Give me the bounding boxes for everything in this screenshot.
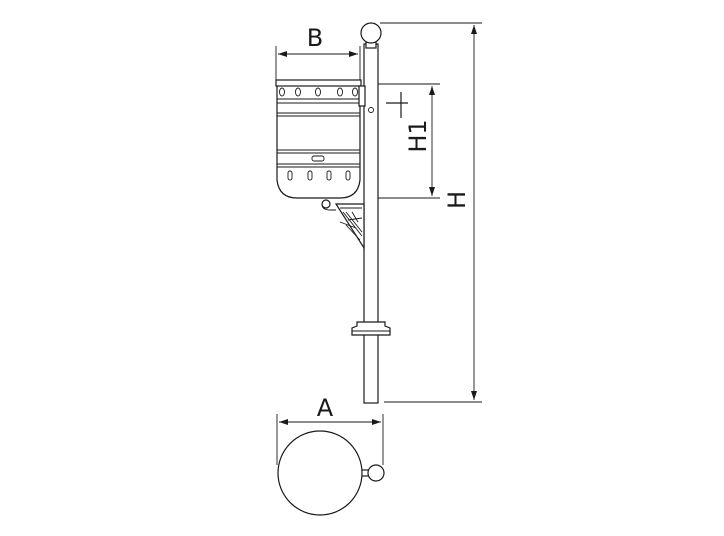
- upper-perforations: [279, 87, 358, 97]
- dimension-h1: H1: [378, 83, 440, 199]
- dimension-b-label: B: [307, 24, 323, 52]
- pole-plan-circle: [367, 464, 385, 482]
- bin-plan-circle: [277, 430, 363, 516]
- dimension-a: A: [276, 394, 384, 465]
- dimension-h: H: [380, 22, 482, 403]
- support-bracket: [334, 203, 365, 251]
- plan-view: [277, 430, 385, 516]
- dimension-h-label: H: [443, 191, 471, 209]
- lock-lever: [386, 92, 408, 118]
- lower-perforations: [287, 170, 351, 181]
- dimension-a-label: A: [317, 394, 334, 422]
- waste-bin: [275, 79, 366, 211]
- dimension-b: B: [275, 24, 361, 80]
- pole: [351, 22, 391, 404]
- dimension-h1-label: H1: [404, 119, 432, 152]
- side-elevation: [275, 22, 408, 404]
